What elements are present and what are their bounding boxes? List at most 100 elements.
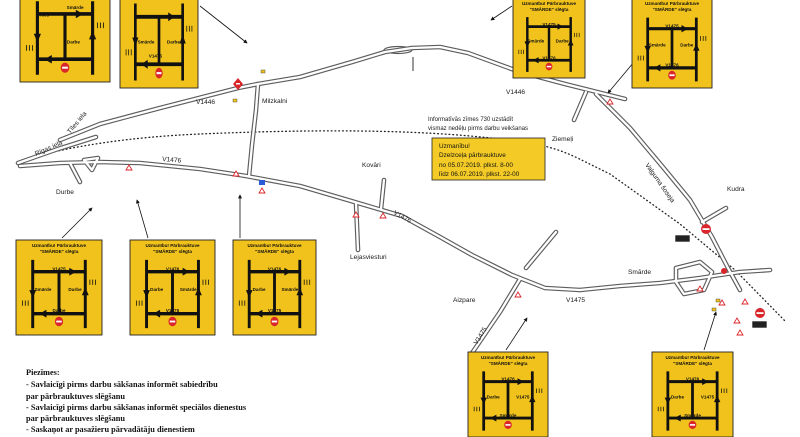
detour-sign-label: Darbe [253,287,266,292]
detour-sign-header: Uzmanību! Pārbrauktuve [32,243,87,248]
detour-sign-label: Darbe [167,40,180,45]
road-label-v1476-west: V1476 [162,156,182,165]
detour-sign-label: V1475 [52,266,66,271]
small-sign-icon [715,298,721,303]
sign-pointers [61,5,717,351]
road-inner [247,82,260,178]
warning-triangle-icon [736,329,744,336]
road-network [18,47,770,357]
detour-sign-header: "SMĀRDE" slēgta [40,248,79,254]
warning-triangle-icon [741,298,749,305]
detour-sign-label: Darbe [487,395,500,400]
small-sign-icon [711,307,717,312]
detour-sign-label: Smārde [649,43,666,48]
detour-sign-4: Uzmanību! Pārbrauktuve"SMĀRDE" slēgtaV14… [631,0,713,89]
info-note: Informatīvās zīmes 730 uzstādīt vismaz n… [428,117,528,132]
notes-line: - Saskaņot ar pasažieru pārvadātāju dien… [26,425,195,435]
detour-sign-header: Uzmanību! Pārbrauktuve [645,1,700,6]
notice-line: no 05.07.2019. plkst. 8-00 [439,162,513,169]
detour-sign-8: Uzmanību! Pārbrauktuve"SMĀRDE" slēgtaV14… [467,351,549,437]
detour-sign-label: V1475 [542,22,556,27]
small-sign-icon [260,69,266,74]
warning-triangle-icon [696,285,704,292]
detour-sign-label: Darbe [150,287,163,292]
road-inner [572,90,588,122]
notice-line: līdz 06.07.2019. plkst. 22-00 [439,171,520,178]
detour-sign-label: Darbe [556,38,569,43]
info-note-line: Informatīvās zīmes 730 uzstādīt [428,117,513,123]
detour-sign-6: Uzmanību! Pārbrauktuve"SMĀRDE" slēgtaV14… [129,239,216,336]
warning-triangle-icon [258,187,266,194]
detour-sign-label: Smārde [138,40,155,45]
warning-triangle-icon [606,98,614,105]
no-entry-sign-bar [756,312,764,314]
road-inner [68,161,82,184]
pointer-sign-9 [703,311,717,351]
detour-sign-header: Uzmanību! Pārbrauktuve [522,1,577,6]
notes-line: - Savlaicīgi pirms darbu sākšanas inform… [26,380,218,389]
detour-sign-label: Durbe [68,287,82,292]
notes-title: Piezīmes: [26,368,60,377]
detour-sign-label: V1476 [268,266,282,271]
road-signs [232,69,768,329]
notice-line: Uzmanību! [439,143,470,150]
warning-triangle-icon [718,299,726,306]
warning-signs [125,98,749,336]
detour-sign-header: Uzmanību! Pārbrauktuve [247,243,302,248]
detour-sign-label: V1476 [665,63,679,68]
detour-sign-label: Smārde [500,413,517,418]
road-label-v1476-mid: V1476 [392,210,412,225]
notes-line: par pārbrauktuves slēgšanu [26,414,125,423]
info-note-line: vismaz nedēļu pirms darbu veikšanas [428,126,528,132]
detour-sign-header: Uzmanību! Pārbrauktuve [145,243,200,248]
notes-block: Piezīmes: - Savlaicīgi pirms darbu sākša… [26,368,247,435]
road-inner [524,230,558,270]
detour-sign-header: "SMĀRDE" slēgta [653,6,692,12]
detour-sign-label: Smārde [35,287,52,292]
detour-sign-9: Uzmanību! Pārbrauktuve"SMĀRDE" slēgtaV14… [651,351,734,437]
warning-triangle-icon [379,212,387,219]
road-label-valguma-soseja: Vaļguma šoseja [643,162,676,204]
notice-board-panel [431,137,546,181]
warning-triangle-icon [352,211,360,218]
warning-triangle-icon [514,291,522,298]
detour-sign-label: V1476 [686,377,700,382]
detour-sign-label: V1475 [665,24,679,29]
detour-sign-label: Smārde [684,413,701,418]
detour-sign-header: "SMĀRDE" slēgta [673,360,712,366]
detour-sign-label: Darbe [67,40,80,45]
detour-diagram [124,1,194,83]
road-label-v1446-east: V1446 [506,89,525,96]
detour-sign-header: "SMĀRDE" slēgta [530,6,569,12]
detour-sign-label: V1475 [516,395,530,400]
pointer-sign-8 [505,317,528,351]
detour-sign-label: Smārde [67,5,84,10]
detour-sign-label: V1475 [149,53,163,58]
place-label-kovari: Kovāri [362,162,381,169]
notes-line: - Savlaicīgi pirms darbu sākšanas inform… [26,403,247,412]
pointer-sign-2 [199,5,248,44]
place-label-ziemeli: Ziemeļi [552,136,574,143]
detour-sign-label: V1475 [166,308,180,313]
detour-sign-7: Uzmanību! Pārbrauktuve"SMĀRDE" slēgtaV14… [232,239,317,336]
notice-line: Dzelzceļa pārbrauktuve [439,152,506,159]
notes-line: par pārbrauktuves slēgšanu [26,392,125,401]
no-entry-sign-bar [702,228,710,230]
detour-sign-header: "SMĀRDE" slēgta [255,248,294,254]
pointer-sign-4 [607,61,635,94]
pointer-sign-6 [136,199,149,239]
detour-sign-label: Smārde [527,38,544,43]
place-label-lejasviesturi: Lejasviesturi [350,254,387,261]
road-label-v1475-east: V1475 [566,297,585,304]
detour-sign-label: Darbe [671,395,684,400]
detour-sign-label: Smārde [180,287,197,292]
detour-sign-header: "SMĀRDE" slēgta [153,248,192,254]
distance-plate-icon [674,234,691,243]
pointer-sign-5 [61,207,93,239]
detour-sign-header: "SMĀRDE" slēgta [489,360,528,366]
place-label-milzkalni: Milzkalni [262,98,288,105]
warning-triangle-icon [232,170,240,177]
place-label-kudra: Kudra [727,186,745,193]
